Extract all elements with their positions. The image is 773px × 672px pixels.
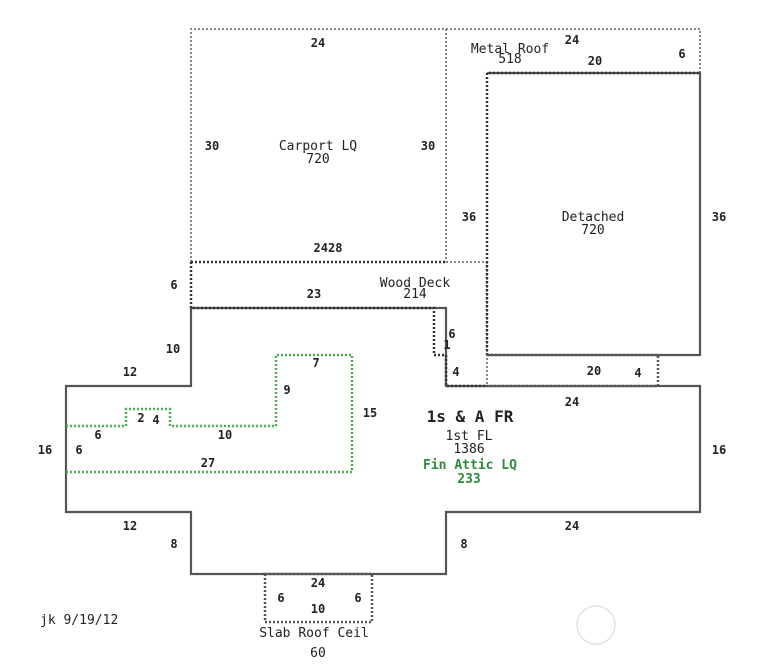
dim-step-6: 6 xyxy=(448,327,455,341)
dim-main-bottom-left: 8 xyxy=(170,537,177,551)
dim-attic-7: 7 xyxy=(312,356,319,370)
dim-attic-9: 9 xyxy=(283,383,290,397)
dim-metal-left: 36 xyxy=(462,210,476,224)
dim-step-4: 4 xyxy=(452,365,459,379)
dim-attic-15: 15 xyxy=(363,406,377,420)
dim-main-bottom-right: 8 xyxy=(460,537,467,551)
dim-attic-27: 27 xyxy=(201,456,215,470)
detached-dotted-sides xyxy=(485,71,700,355)
dim-main-left-top: 12 xyxy=(123,365,137,379)
fin-attic-label: Fin Attic LQ xyxy=(423,458,517,473)
dim-attic-4: 4 xyxy=(152,413,159,427)
main-area-label: 1s & A FR xyxy=(427,407,514,426)
dim-deck-bottom: 23 xyxy=(307,287,321,301)
wood-deck-label: Wood Deck xyxy=(380,276,451,291)
metal-roof-label: Metal Roof xyxy=(471,42,549,57)
detached-step-outline xyxy=(487,353,660,388)
dim-metal-inner: 20 xyxy=(588,54,602,68)
wood-deck-area: 214 xyxy=(403,287,427,302)
dim-deck-left: 6 xyxy=(170,278,177,292)
dim-step-1: 1 xyxy=(443,338,450,352)
slab-roof-outline xyxy=(263,572,374,624)
dim-carport-top: 24 xyxy=(311,36,325,50)
watermark-circle xyxy=(576,605,616,645)
carport-label: Carport LQ xyxy=(279,139,357,154)
fin-attic-outline xyxy=(66,353,354,474)
dim-slab-inner: 10 xyxy=(311,602,325,616)
dim-slab-left: 6 xyxy=(277,591,284,605)
wood-deck-outline xyxy=(189,262,487,388)
dim-attic-6a: 6 xyxy=(94,428,101,442)
dim-detached-right: 36 xyxy=(712,210,726,224)
dim-attic-10: 10 xyxy=(218,428,232,442)
dim-attic-6b: 6 xyxy=(75,443,82,457)
dim-main-left-bottom: 12 xyxy=(123,519,137,533)
fin-attic-area: 233 xyxy=(457,472,480,487)
dim-carport-bottom: 2428 xyxy=(314,241,343,255)
main-area-value: 1386 xyxy=(453,442,484,457)
metal-roof-outline xyxy=(446,28,701,73)
detached-label: Detached xyxy=(562,210,625,225)
carport-area: 720 xyxy=(306,152,329,167)
dim-metal-top: 24 xyxy=(565,33,579,47)
metal-roof-area: 518 xyxy=(498,52,521,67)
detached-area: 720 xyxy=(581,223,604,238)
dim-detached-bottom-right: 4 xyxy=(634,366,641,380)
slab-roof-label: Slab Roof Ceil xyxy=(259,626,369,641)
dim-carport-left: 30 xyxy=(205,139,219,153)
dim-main-right-top: 24 xyxy=(565,395,579,409)
dim-detached-bottom: 20 xyxy=(587,364,601,378)
dim-metal-right: 6 xyxy=(678,47,685,61)
dim-attic-2: 2 xyxy=(137,411,144,425)
main-floor-label: 1st FL xyxy=(446,429,493,444)
dim-slab-top: 24 xyxy=(311,576,325,590)
dim-main-right-side: 16 xyxy=(712,443,726,457)
dim-slab-right: 6 xyxy=(354,591,361,605)
sketch-initials-date: jk 9/19/12 xyxy=(40,613,118,628)
carport-outline xyxy=(190,28,447,262)
main-house-outline xyxy=(64,306,702,576)
dim-main-right-bottom: 24 xyxy=(565,519,579,533)
slab-roof-area: 60 xyxy=(310,646,326,661)
dim-carport-right: 30 xyxy=(421,139,435,153)
dim-main-left-side: 16 xyxy=(38,443,52,457)
dim-main-upper-left: 10 xyxy=(166,342,180,356)
